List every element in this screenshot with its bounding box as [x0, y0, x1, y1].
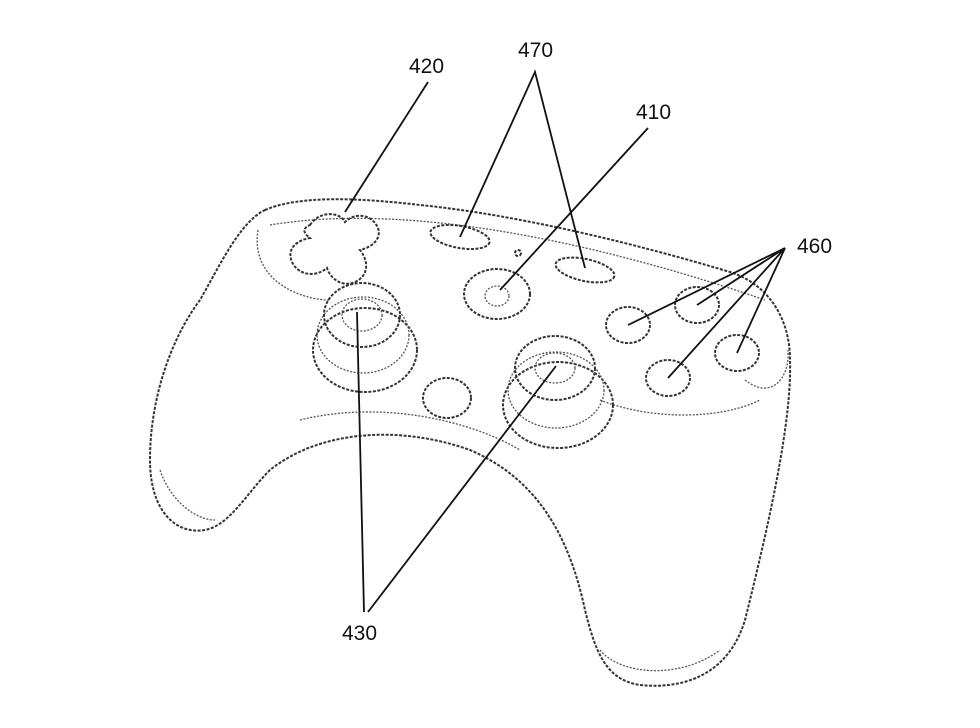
- dpad: [289, 213, 380, 285]
- body-contour: [159, 229, 789, 672]
- right-joystick-dimple: [534, 352, 576, 384]
- left-joystick-ring: [316, 296, 410, 374]
- left-joystick-cap: [323, 282, 401, 348]
- top-panel-edge: [269, 217, 766, 416]
- label-470: 470: [518, 39, 553, 62]
- face-button-left: [605, 306, 651, 344]
- leader-410: [499, 127, 649, 291]
- indicator-light: [514, 249, 522, 257]
- leader-420: [344, 81, 429, 213]
- face-button-top: [674, 286, 720, 324]
- face-button-bottom: [645, 359, 691, 397]
- label-460: 460: [797, 235, 832, 258]
- leader-470: [459, 69, 586, 269]
- menu-button-right: [554, 256, 616, 284]
- right-joystick-base: [502, 361, 614, 449]
- left-joystick-base: [312, 307, 418, 393]
- label-420: 420: [409, 55, 444, 78]
- leader-430: [356, 311, 557, 613]
- left-joystick-dimple: [341, 298, 383, 332]
- face-button-right: [714, 334, 760, 372]
- controller-body: [148, 198, 792, 687]
- right-joystick-cap: [514, 335, 596, 401]
- leader-460: [627, 247, 786, 379]
- home-button-inner: [484, 285, 510, 307]
- label-410: 410: [636, 101, 671, 124]
- right-joystick-ring: [507, 351, 605, 429]
- menu-button-left: [429, 223, 491, 251]
- label-430: 430: [342, 622, 377, 645]
- assistant-button: [422, 377, 472, 419]
- home-button: [463, 268, 531, 320]
